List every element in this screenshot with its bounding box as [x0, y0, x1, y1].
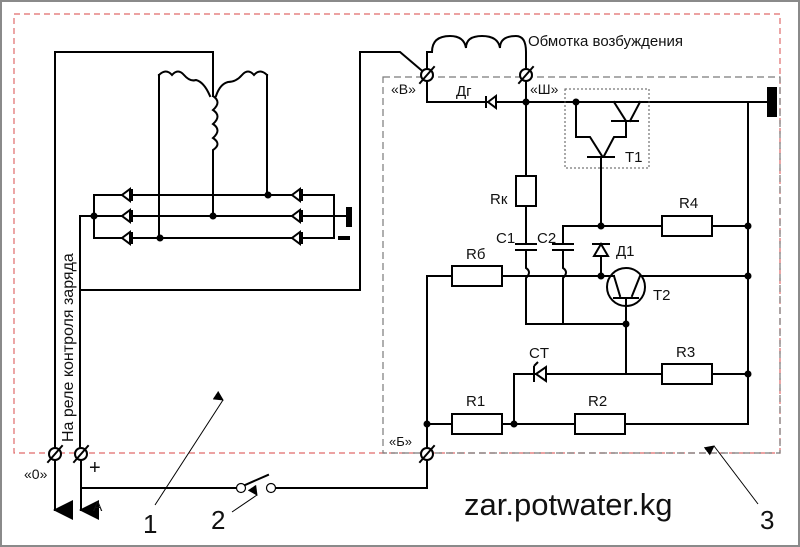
external-wiring	[53, 459, 428, 520]
callout-1-leader	[154, 390, 224, 506]
diode-icon	[290, 187, 303, 203]
label-Rk: Rк	[490, 191, 508, 208]
terminal-Bat-icon[interactable]	[418, 444, 436, 464]
callout-2-leader	[231, 484, 258, 513]
regulator-frame	[382, 76, 781, 454]
minus-mark	[338, 236, 350, 240]
callout-1: 1	[143, 509, 157, 539]
label-Dg: Дг	[456, 83, 472, 100]
label-CT: CT	[529, 345, 549, 362]
resistor-Rk	[515, 175, 537, 207]
relay-wire-label: На реле контроля заряда	[60, 253, 77, 442]
zener-CT-icon	[533, 361, 547, 383]
terminal-0-label: «0»	[24, 466, 48, 482]
callout-3-leader	[703, 445, 759, 505]
label-C2: C2	[537, 230, 556, 247]
callout-3: 3	[760, 505, 774, 535]
rectifier-bridge	[79, 187, 352, 246]
T1-box	[564, 88, 650, 169]
diode-icon	[120, 208, 133, 224]
label-C1: C1	[496, 230, 515, 247]
label-D1: Д1	[616, 243, 635, 260]
diode-icon	[120, 230, 133, 246]
label-Rb: Rб	[466, 246, 485, 263]
diode-D1-icon	[592, 242, 610, 257]
watermark: zar.potwater.kg	[464, 487, 673, 522]
resistor-R2	[574, 413, 626, 435]
stator-windings	[157, 51, 269, 239]
terminal-Bat-label: «Б»	[389, 434, 412, 449]
resistor-R1	[451, 413, 503, 435]
battery-A-label: A	[93, 498, 103, 514]
resistor-R4	[661, 215, 713, 237]
diode-icon	[290, 230, 303, 246]
ground-terminal	[346, 207, 352, 227]
resistor-R3	[661, 363, 713, 385]
diode-icon	[120, 187, 133, 203]
plus-label: +	[89, 457, 101, 479]
callout-2: 2	[211, 505, 225, 535]
output-terminal	[767, 87, 777, 117]
label-T2: T2	[653, 287, 671, 304]
label-R1: R1	[466, 393, 485, 410]
diode-Dg-icon	[485, 94, 497, 110]
label-R3: R3	[676, 344, 695, 361]
regulator-circuit	[423, 74, 777, 489]
terminal-Sh-icon[interactable]	[517, 65, 535, 85]
terminal-Sh-label: «Ш»	[530, 81, 559, 97]
field-winding	[426, 34, 527, 76]
diode-icon	[290, 208, 303, 224]
label-T1: T1	[625, 149, 643, 166]
field-winding-label: Обмотка возбуждения	[528, 33, 683, 50]
generator-wiring	[54, 51, 429, 453]
terminal-B-icon[interactable]	[418, 65, 436, 85]
terminal-B-label: «В»	[391, 81, 416, 97]
resistor-Rb	[451, 265, 503, 287]
label-R2: R2	[588, 393, 607, 410]
ignition-switch-icon[interactable]	[235, 473, 277, 494]
label-R4: R4	[679, 195, 698, 212]
